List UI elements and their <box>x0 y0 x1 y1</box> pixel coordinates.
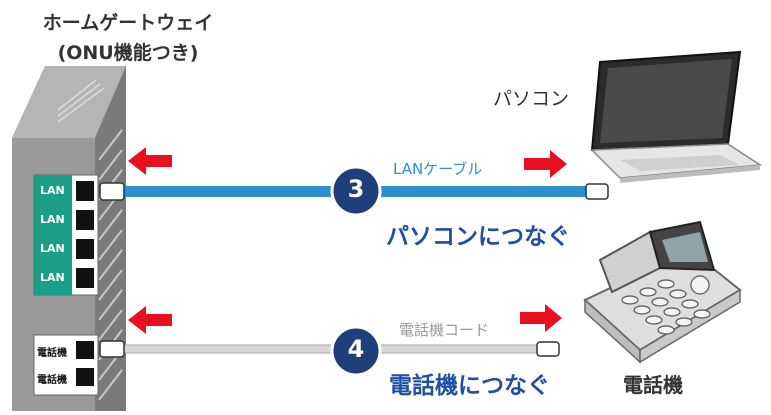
gateway-device <box>12 66 126 411</box>
lan-port-label: LAN <box>40 184 65 197</box>
telephone-icon <box>583 220 742 364</box>
lan-port-label: LAN <box>40 271 65 284</box>
gateway-title: ホームゲートウェイ (ONU機能つき) <box>28 8 228 68</box>
lan-cable-label: LANケーブル <box>393 160 483 178</box>
phone-label: 電話機 <box>623 373 683 397</box>
tel-port-label: 電話機 <box>37 375 67 386</box>
arrow-icons <box>128 147 567 334</box>
step-4-circle <box>330 325 382 377</box>
step-3-title: パソコンにつなぐ <box>386 224 570 250</box>
gateway-title-line2: (ONU機能つき) <box>57 42 199 64</box>
tel-cable-label: 電話機コード <box>399 321 490 339</box>
pc-label: パソコン <box>493 88 570 110</box>
arrow-left-icon <box>128 147 172 175</box>
telephone-cord <box>99 340 560 358</box>
step-4-number: 4 <box>347 335 365 363</box>
arrow-left-icon <box>128 306 172 334</box>
lan-port-label: LAN <box>40 213 65 226</box>
tel-port-label: 電話機 <box>37 348 67 359</box>
arrow-right-icon <box>524 150 567 178</box>
lan-port-label: LAN <box>40 242 65 255</box>
laptop-icon <box>590 50 763 183</box>
step-3-number: 3 <box>347 175 365 203</box>
step-3-circle <box>330 165 382 217</box>
step-4-title: 電話機につなぐ <box>389 373 550 399</box>
arrow-right-icon <box>520 304 562 332</box>
gateway-title-line1: ホームゲートウェイ <box>42 12 214 34</box>
